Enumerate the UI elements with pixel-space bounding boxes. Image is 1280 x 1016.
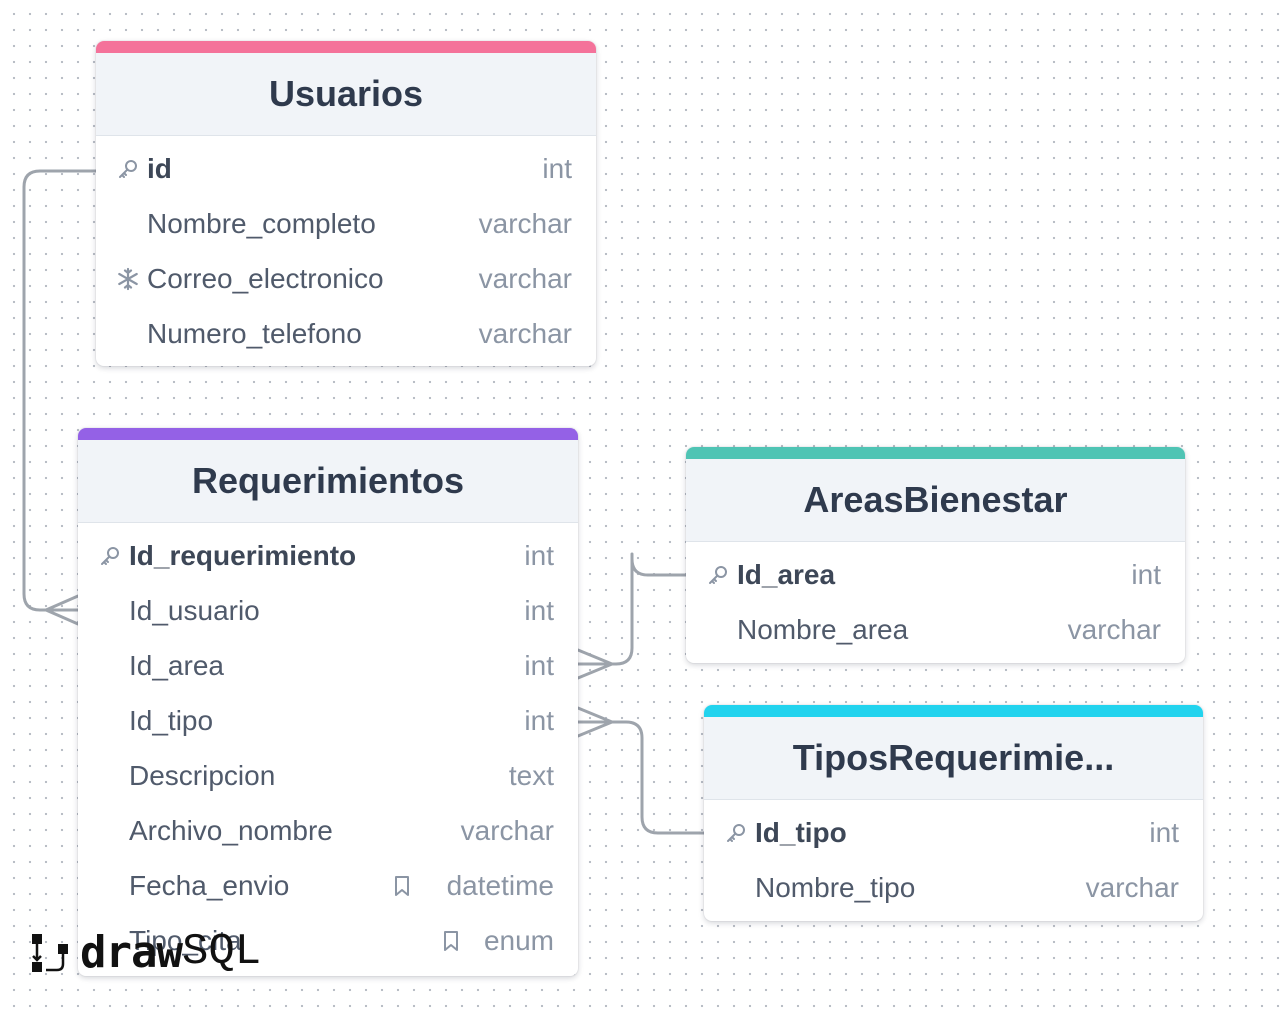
column-type: varchar (460, 814, 554, 846)
table-accent-bar (686, 447, 1185, 459)
column-row[interactable]: Fecha_envio datetime (78, 858, 578, 913)
column-type: int (524, 539, 554, 571)
column-name: Fecha_envio (129, 869, 290, 901)
column-name: Nombre_area (737, 613, 909, 645)
logo-text-sql: SQL (181, 927, 262, 977)
column-row[interactable]: Numero_telefono varchar (96, 306, 596, 361)
column-type: datetime (446, 869, 554, 901)
column-name: id (147, 152, 172, 184)
column-type: varchar (478, 262, 572, 294)
bookmark-icon (391, 873, 413, 899)
column-name: Correo_electronico (147, 262, 384, 294)
link-areas-requerimientos (576, 552, 688, 666)
column-name: Id_requerimiento (129, 539, 357, 571)
column-type: int (542, 152, 572, 184)
key-icon (116, 157, 140, 181)
column-name: Tipo_cita (129, 924, 242, 956)
column-type: varchar (1067, 613, 1161, 645)
column-row[interactable]: Id_requerimiento int (78, 528, 578, 583)
column-type: int (1149, 816, 1179, 848)
column-type: int (524, 594, 554, 626)
table-requerimientos[interactable]: Requerimientos Id_requerimiento int Id_u… (78, 428, 578, 976)
column-type: varchar (1085, 871, 1179, 903)
crowfoot-area (576, 648, 614, 680)
column-name: Nombre_tipo (755, 871, 916, 903)
column-type: varchar (478, 207, 572, 239)
link-tipos-requerimientos (576, 720, 706, 835)
table-usuarios[interactable]: Usuarios id int Nombre_completo varchar … (96, 41, 596, 366)
column-row[interactable]: Nombre_tipo varchar (704, 860, 1203, 915)
key-icon (98, 544, 122, 568)
table-accent-bar (704, 705, 1203, 717)
table-areas-bienestar[interactable]: AreasBienestar Id_area int Nombre_area v… (686, 447, 1185, 663)
column-row[interactable]: Id_area int (78, 638, 578, 693)
column-type: text (508, 759, 554, 791)
column-row[interactable]: Archivo_nombre varchar (78, 803, 578, 858)
column-name: Id_area (737, 558, 836, 590)
table-title[interactable]: Requerimientos (78, 440, 578, 523)
column-type: int (1131, 558, 1161, 590)
crowfoot-usuario (44, 594, 80, 626)
column-type: int (524, 649, 554, 681)
column-type: int (524, 704, 554, 736)
column-name: Nombre_completo (147, 207, 376, 239)
column-name: Archivo_nombre (129, 814, 333, 846)
column-row[interactable]: Nombre_completo varchar (96, 196, 596, 251)
column-row[interactable]: Id_area int (686, 547, 1185, 602)
column-row[interactable]: Tipo_cita enum (78, 913, 578, 968)
table-title[interactable]: Usuarios (96, 53, 596, 136)
column-type: enum (483, 924, 554, 956)
snowflake-icon (116, 267, 140, 291)
column-name: Id_tipo (755, 816, 847, 848)
table-title[interactable]: TiposRequerimie... (704, 717, 1203, 800)
table-accent-bar (96, 41, 596, 53)
bookmark-icon (440, 928, 462, 954)
column-row[interactable]: Descripcion text (78, 748, 578, 803)
column-name: Numero_telefono (147, 317, 362, 349)
drawsql-logo-icon (32, 934, 68, 972)
column-name: Id_usuario (129, 594, 260, 626)
column-name: Descripcion (129, 759, 276, 791)
link-usuarios-requerimientos (22, 169, 98, 612)
table-accent-bar (78, 428, 578, 440)
key-icon (706, 563, 730, 587)
column-row[interactable]: id int (96, 141, 596, 196)
column-name: Id_tipo (129, 704, 214, 736)
column-row[interactable]: Id_tipo int (704, 805, 1203, 860)
table-title[interactable]: AreasBienestar (686, 459, 1185, 542)
column-type: varchar (478, 317, 572, 349)
column-row[interactable]: Correo_electronico varchar (96, 251, 596, 306)
key-icon (724, 821, 748, 845)
column-name: Id_area (129, 649, 224, 681)
column-row[interactable]: Id_tipo int (78, 693, 578, 748)
logo-text-draw: draw (80, 926, 183, 978)
column-row[interactable]: Id_usuario int (78, 583, 578, 638)
table-tipos-requerimiento[interactable]: TiposRequerimie... Id_tipo int Nombre_ti… (704, 705, 1203, 921)
crowfoot-tipo (576, 706, 614, 738)
column-row[interactable]: Nombre_area varchar (686, 602, 1185, 657)
